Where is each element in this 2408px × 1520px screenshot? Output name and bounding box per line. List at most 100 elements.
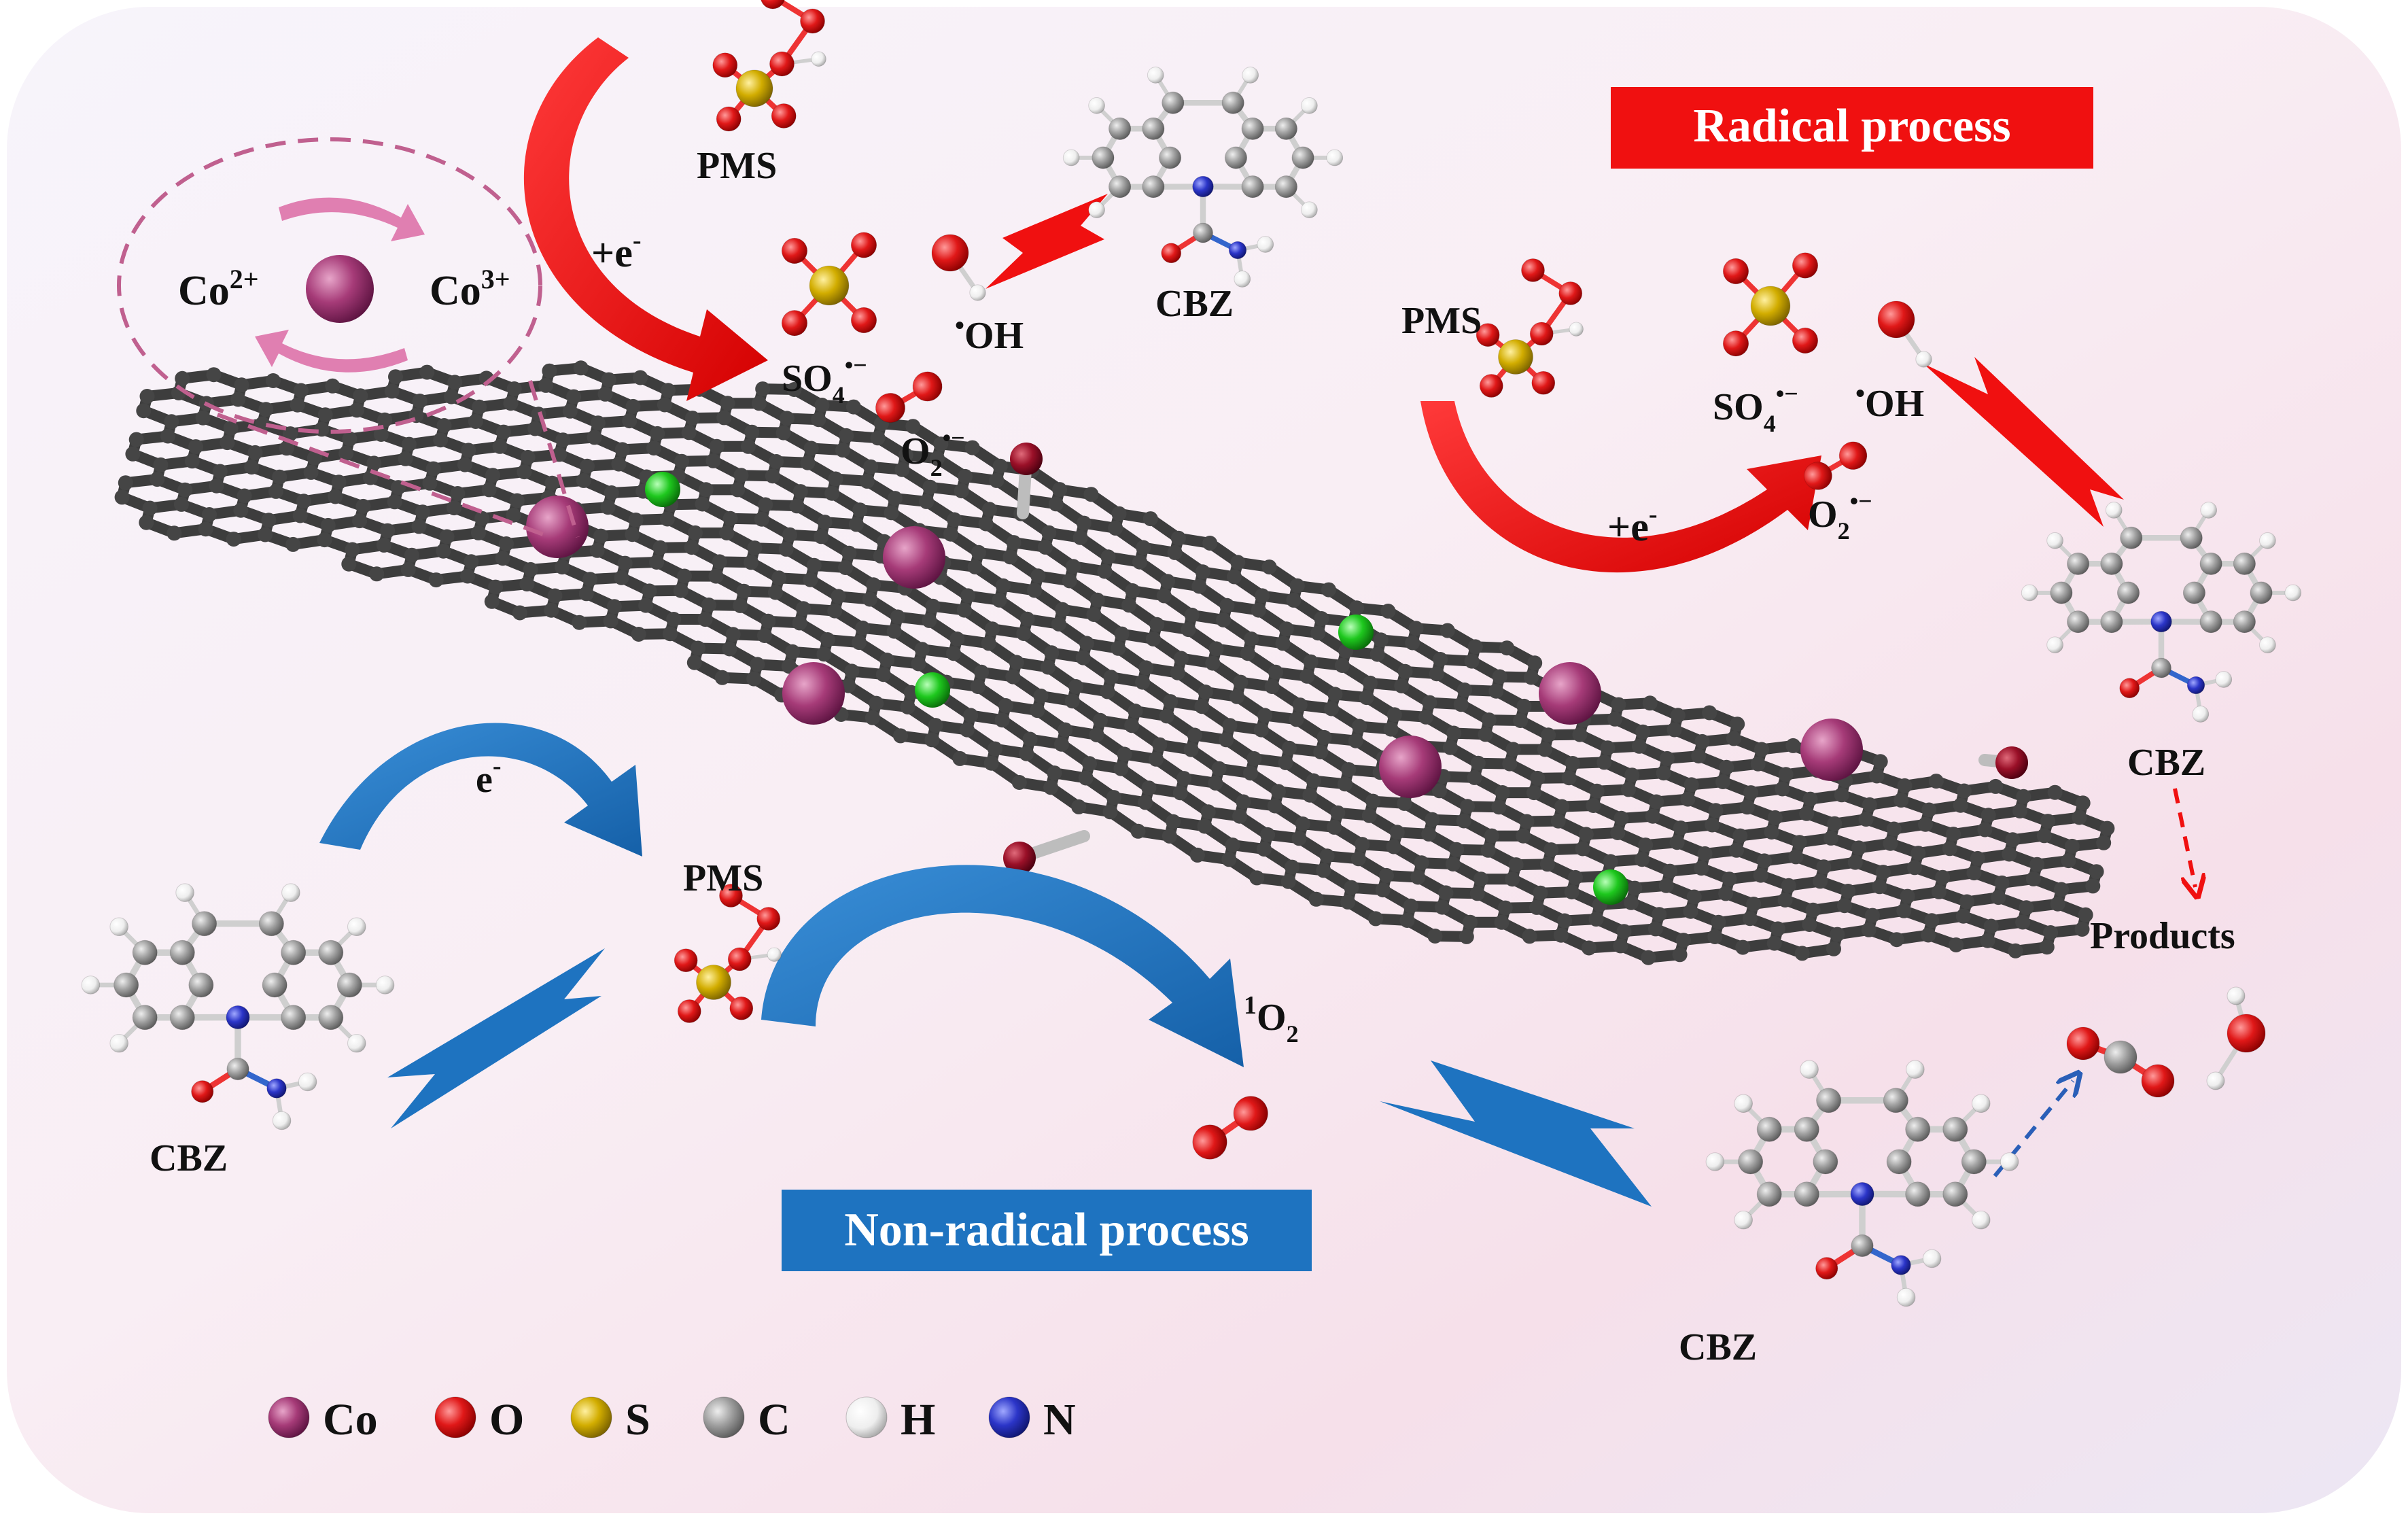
carbon-node xyxy=(1097,564,1113,579)
carbon-node xyxy=(1607,711,1623,727)
carbon-node xyxy=(1469,886,1485,901)
atom-c xyxy=(192,911,217,937)
carbon-node xyxy=(1924,913,1940,929)
carbon-node xyxy=(814,398,830,413)
carbon-node xyxy=(1456,813,1471,829)
carbon-node xyxy=(1543,842,1559,858)
carbon-node xyxy=(519,576,535,592)
carbon-node xyxy=(1495,785,1510,800)
carbon-node xyxy=(779,411,795,426)
carbon-node xyxy=(1492,669,1507,685)
carbon-node xyxy=(527,421,543,436)
carbon-node xyxy=(988,741,1002,757)
molecule-layer xyxy=(81,0,2302,1307)
carbon-node xyxy=(792,615,807,631)
carbon-node xyxy=(1505,742,1521,757)
carbon-node xyxy=(1306,773,1321,789)
cbz-molecule xyxy=(1705,1060,2019,1307)
legend-swatch xyxy=(988,1396,1030,1438)
carbon-node xyxy=(1043,780,1059,795)
carbon-node xyxy=(722,641,737,657)
carbon-node xyxy=(746,671,762,687)
carbon-node xyxy=(1656,765,1671,781)
carbon-node xyxy=(1457,683,1472,697)
atom-o xyxy=(912,371,943,402)
atom-o xyxy=(1804,462,1832,490)
carbon-node xyxy=(954,483,969,499)
atom-c xyxy=(1816,1088,1842,1113)
carbon-node xyxy=(1278,755,1293,770)
atom-o xyxy=(727,947,752,971)
carbon-node xyxy=(1152,737,1168,753)
carbon-node xyxy=(1132,554,1147,570)
carbon-node xyxy=(2016,789,2031,804)
carbon-node xyxy=(285,536,301,552)
cbz-label: CBZ xyxy=(1679,1326,1757,1368)
carbon-node xyxy=(967,559,983,574)
carbon-node xyxy=(894,462,910,477)
carbon-node xyxy=(933,436,949,452)
carbon-node xyxy=(1176,771,1191,787)
carbon-node xyxy=(733,598,748,613)
carbon-node xyxy=(460,568,475,584)
carbon-node xyxy=(1645,808,1660,824)
atom-c xyxy=(2180,526,2203,549)
carbon-node xyxy=(1813,874,1828,889)
hydroxyl-radical-label: •OH xyxy=(955,310,1024,357)
atom-c xyxy=(1193,222,1213,243)
atom-o xyxy=(931,234,969,272)
carbon-node xyxy=(1565,756,1580,771)
carbon-node xyxy=(1753,867,1768,883)
carbon-node xyxy=(747,540,763,556)
carbon-node xyxy=(1537,742,1552,757)
carbon-node xyxy=(128,432,144,447)
carbon-node xyxy=(824,485,840,501)
carbon-node xyxy=(1708,803,1724,818)
carbon-node xyxy=(223,420,239,436)
carbon-node xyxy=(523,562,538,577)
atom-h xyxy=(298,1072,317,1092)
nonradical-curved-arrow-center xyxy=(761,865,1244,1067)
atom-h xyxy=(1972,1094,1991,1113)
cobalt-site xyxy=(526,496,589,558)
legend-swatch xyxy=(570,1396,612,1438)
carbon-node xyxy=(1330,805,1346,821)
carbon-node xyxy=(631,627,646,642)
carbon-node xyxy=(1439,623,1455,638)
carbon-node xyxy=(2072,810,2087,825)
carbon-node xyxy=(684,411,700,426)
carbon-node xyxy=(1365,793,1381,809)
carbon-node xyxy=(1011,775,1027,790)
carbon-node xyxy=(898,447,913,463)
carbon-node xyxy=(1589,783,1605,799)
carbon-node xyxy=(992,458,1008,474)
atom-c xyxy=(2151,657,2171,678)
carbon-node xyxy=(464,554,479,570)
carbon-node xyxy=(1170,530,1186,546)
carbon-node xyxy=(1662,863,1677,879)
carbon-node xyxy=(983,755,999,771)
carbon-node xyxy=(377,412,393,428)
carbon-node xyxy=(1386,839,1401,854)
atom-h xyxy=(1062,149,1080,167)
carbon-node xyxy=(814,529,829,545)
atom-h xyxy=(109,917,128,937)
carbon-node xyxy=(663,626,678,642)
carbon-node xyxy=(1550,813,1566,829)
carbon-node xyxy=(188,439,204,455)
carbon-node xyxy=(681,425,697,441)
carbon-node xyxy=(296,494,311,509)
atom-c xyxy=(2199,552,2222,575)
carbon-node xyxy=(1399,913,1415,928)
carbon-node xyxy=(1966,865,1982,881)
carbon-node xyxy=(576,472,591,488)
carbon-node xyxy=(886,623,902,639)
carbon-node xyxy=(1308,891,1324,907)
carbon-node xyxy=(890,609,905,625)
carbon-node xyxy=(831,589,846,604)
cobalt-redox-inset: Co2+ Co3+ xyxy=(117,137,580,539)
carbon-node xyxy=(503,396,519,411)
carbon-node xyxy=(958,468,973,484)
carbon-node xyxy=(622,413,638,429)
carbon-node xyxy=(803,572,818,587)
